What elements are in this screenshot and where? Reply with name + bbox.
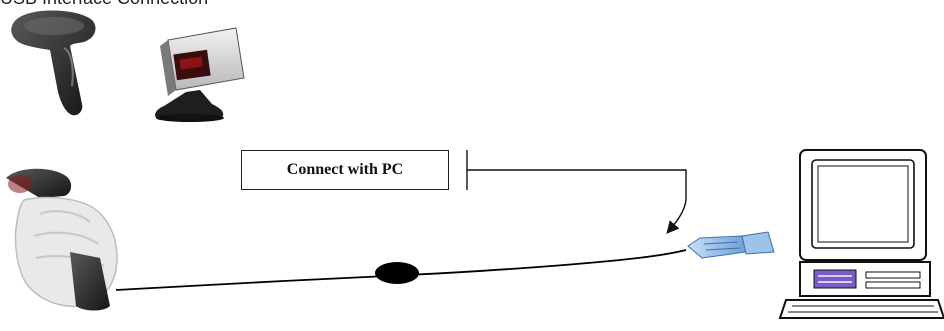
diagram-heading: USB Interface Connection [0,0,208,9]
presentation-scanner-image [155,27,245,122]
label-arrow [467,169,687,234]
connection-cable [115,249,687,291]
handheld-scanner-image [11,10,96,116]
connect-with-pc-label: Connect with PC [241,150,449,190]
scanner-in-hand-image [6,168,118,311]
cable-ferrite-core [375,262,419,284]
usb-plug-image [687,231,775,259]
desktop-pc-image [778,149,944,319]
